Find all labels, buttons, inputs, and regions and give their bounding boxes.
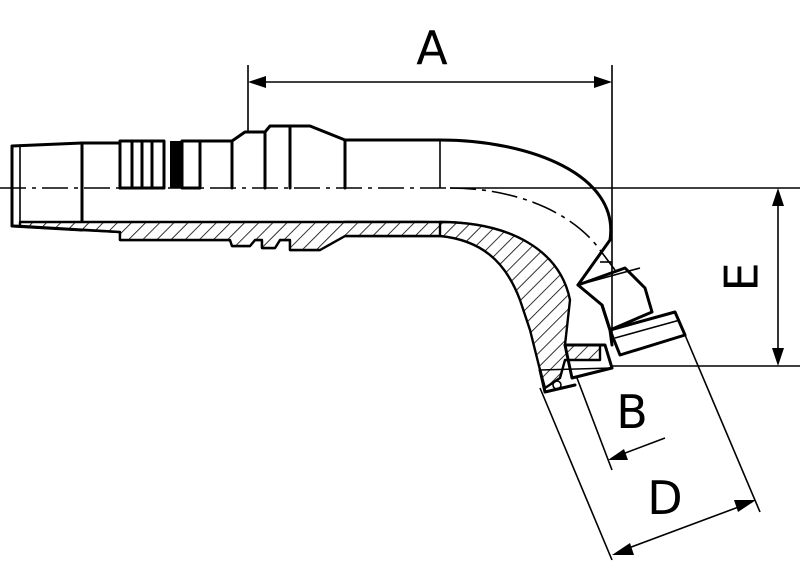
dimension-b: B: [576, 377, 666, 471]
dimension-a-label: A: [416, 21, 448, 75]
section-hatching: [10, 220, 602, 390]
center-lines: [0, 187, 800, 271]
dimension-a: A: [247, 21, 613, 345]
dimension-e-label: E: [715, 262, 769, 291]
dimension-d-label: D: [647, 471, 682, 525]
elbow-body: [343, 138, 641, 287]
dimension-d: D: [539, 334, 761, 561]
dimension-e: E: [612, 188, 800, 367]
dimension-b-label: B: [616, 385, 648, 439]
hose-tail: [10, 124, 347, 232]
